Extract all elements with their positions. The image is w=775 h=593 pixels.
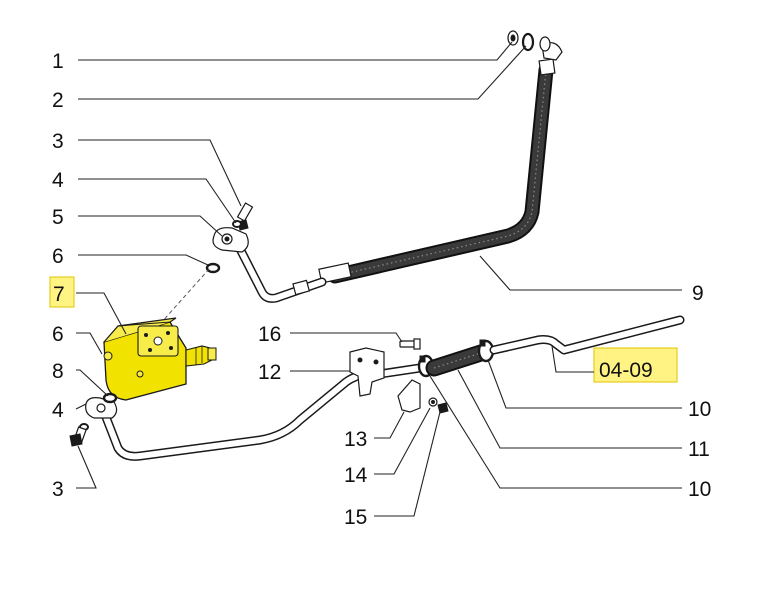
suction-pipe-to-tank bbox=[489, 315, 685, 355]
banjo-fitting-5 bbox=[212, 227, 249, 253]
callout-6-top: 6 bbox=[52, 245, 64, 268]
hydraulic-pump-7 bbox=[103, 317, 217, 401]
callout-13: 13 bbox=[344, 428, 367, 451]
washer-4-top bbox=[232, 220, 242, 228]
reference-04-09: 04-09 bbox=[599, 359, 653, 382]
alignment-line bbox=[159, 267, 211, 325]
clamp-13 bbox=[397, 379, 421, 413]
bolt-3-bottom bbox=[69, 426, 87, 447]
callout-3-top: 3 bbox=[52, 130, 64, 153]
hose-elbow-fitting bbox=[538, 36, 563, 76]
callout-12: 12 bbox=[258, 361, 281, 384]
callout-7: 7 bbox=[53, 283, 65, 306]
callout-9: 9 bbox=[692, 282, 704, 305]
callout-3-bottom: 3 bbox=[52, 478, 64, 501]
callout-4-left: 4 bbox=[52, 399, 64, 422]
hose-end-fitting-lower bbox=[318, 262, 352, 284]
short-hose-11 bbox=[425, 343, 493, 377]
bracket-12 bbox=[349, 347, 385, 397]
bolt-16 bbox=[399, 338, 421, 350]
nut-14 bbox=[428, 397, 438, 407]
union-fitting-1 bbox=[507, 30, 519, 46]
ref-04-09-highlight bbox=[593, 347, 678, 383]
washer-15 bbox=[437, 402, 449, 414]
callout-10-lower: 10 bbox=[688, 478, 711, 501]
o-ring-6-left bbox=[102, 392, 118, 404]
callout-labels: 1 2 3 4 5 6 7 6 8 4 3 9 16 12 13 14 15 0… bbox=[52, 50, 711, 529]
callout-11: 11 bbox=[688, 438, 710, 461]
callout-14: 14 bbox=[344, 464, 368, 487]
callout-16: 16 bbox=[258, 323, 281, 346]
callout-7-highlight bbox=[49, 276, 75, 308]
callout-8: 8 bbox=[52, 360, 64, 383]
callout-5: 5 bbox=[52, 206, 64, 229]
callout-4-top: 4 bbox=[52, 169, 64, 192]
callout-2: 2 bbox=[52, 89, 64, 112]
callout-6-left: 6 bbox=[52, 323, 64, 346]
rigid-pipe-upper bbox=[233, 240, 327, 303]
callout-1: 1 bbox=[52, 50, 64, 73]
callout-10-upper: 10 bbox=[688, 398, 711, 421]
o-ring-6-top bbox=[205, 262, 221, 274]
callout-15: 15 bbox=[344, 506, 367, 529]
upper-pressure-hose bbox=[327, 62, 554, 284]
leader-lines bbox=[75, 41, 682, 517]
